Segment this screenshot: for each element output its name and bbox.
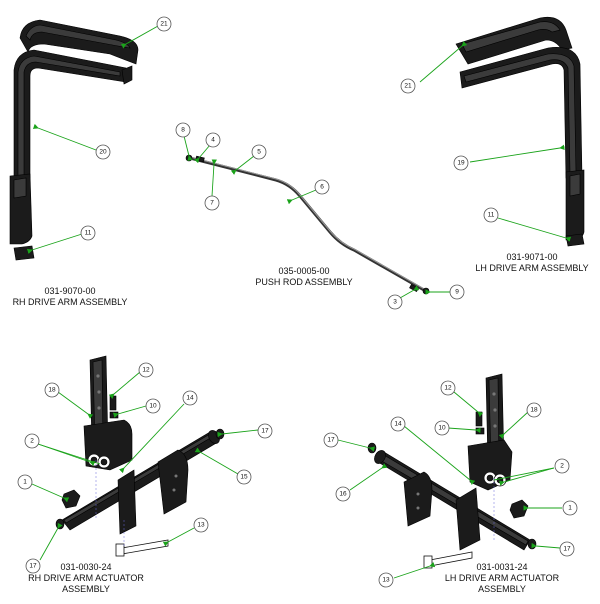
callout-13-lh: 13 [378, 572, 394, 588]
callout-17-rh-top: 17 [257, 423, 273, 439]
svg-text:20: 20 [99, 149, 107, 156]
svg-text:2: 2 [30, 438, 34, 445]
bolt-13-rh [121, 539, 169, 555]
svg-text:1: 1 [568, 505, 572, 512]
callout-15-rh: 15 [236, 469, 252, 485]
callout-21-lh: 21 [400, 78, 416, 94]
rh-actuator-name-line2: ASSEMBLY [62, 584, 110, 594]
callout-9: 9 [449, 284, 465, 300]
rh-actuator-name-line1: RH DRIVE ARM ACTUATOR [28, 573, 144, 583]
rh-actuator-assembly: 18 12 10 14 17 2 15 1 17 13 031-0030-24 … [17, 355, 273, 594]
push-rod-assembly: 8 4 5 7 6 3 9 035-0005-00 PUSH ROD ASSEM… [175, 122, 465, 310]
callout-18-lh: 18 [526, 402, 542, 418]
svg-text:21: 21 [160, 21, 168, 28]
callout-1-lh: 1 [562, 500, 578, 516]
callout-16-lh: 16 [335, 486, 351, 502]
rh-drive-arm-name: RH DRIVE ARM ASSEMBLY [13, 297, 128, 307]
svg-text:12: 12 [444, 385, 452, 392]
callout-17-lh-bottom: 17 [559, 541, 575, 557]
callout-2-lh: 2 [554, 458, 570, 474]
callout-11-rh: 11 [80, 225, 96, 241]
callout-8: 8 [175, 122, 191, 138]
svg-text:7: 7 [210, 200, 214, 207]
svg-text:8: 8 [181, 127, 185, 134]
svg-text:11: 11 [488, 212, 495, 219]
svg-text:13: 13 [197, 522, 205, 529]
svg-text:1: 1 [23, 479, 27, 486]
svg-text:11: 11 [85, 230, 92, 237]
svg-text:18: 18 [530, 407, 538, 414]
lh-drive-arm-assembly: 21 19 11 031-9071-00 LH DRIVE ARM ASSEMB… [400, 16, 589, 273]
lh-actuator-name-line1: LH DRIVE ARM ACTUATOR [445, 573, 560, 583]
lh-drive-arm-name: LH DRIVE ARM ASSEMBLY [475, 263, 588, 273]
svg-text:17: 17 [563, 546, 571, 553]
lh-actuator-name-line2: ASSEMBLY [478, 584, 526, 594]
svg-text:6: 6 [320, 184, 324, 191]
callout-7: 7 [204, 195, 220, 211]
svg-text:10: 10 [149, 403, 157, 410]
callout-12-rh: 12 [138, 362, 154, 378]
drive-arm-20 [13, 49, 127, 181]
svg-text:17: 17 [327, 437, 335, 444]
end-cap-11-lh [565, 233, 585, 247]
svg-text:17: 17 [29, 563, 37, 570]
nut-1-lh [509, 499, 529, 519]
callout-14-lh: 14 [390, 416, 406, 432]
svg-text:15: 15 [240, 474, 248, 481]
rh-actuator-part-number: 031-0030-24 [60, 562, 111, 572]
svg-text:18: 18 [48, 387, 56, 394]
svg-text:14: 14 [186, 395, 194, 402]
callout-21-rh: 21 [156, 16, 172, 32]
callout-4: 4 [205, 132, 221, 148]
callout-18-rh: 18 [44, 382, 60, 398]
push-rod-6 [188, 156, 426, 292]
svg-text:21: 21 [404, 83, 412, 90]
callout-20-rh: 20 [95, 144, 111, 160]
callout-19-lh: 19 [453, 155, 469, 171]
svg-text:19: 19 [457, 160, 465, 167]
callout-11-lh: 11 [483, 207, 499, 223]
lh-actuator-assembly: 12 18 10 14 17 2 16 1 17 13 031-0031-24 … [323, 373, 578, 594]
callout-6: 6 [314, 179, 330, 195]
rh-drive-arm-assembly: 21 20 11 031-9070-00 RH DRIVE ARM ASSEMB… [9, 16, 172, 307]
callout-10-lh: 10 [434, 420, 450, 436]
callout-5: 5 [251, 144, 267, 160]
push-rod-name: PUSH ROD ASSEMBLY [255, 277, 352, 287]
bolt-13-lh [429, 551, 473, 567]
callout-14-rh: 14 [182, 390, 198, 406]
svg-text:13: 13 [382, 577, 390, 584]
callout-17-lh-top: 17 [323, 432, 339, 448]
callout-3: 3 [387, 294, 403, 310]
svg-text:10: 10 [438, 425, 446, 432]
callout-17-rh-bottom: 17 [25, 558, 41, 574]
callout-2-rh: 2 [24, 433, 40, 449]
end-cap-11-rh [13, 245, 35, 261]
callout-13-rh: 13 [193, 517, 209, 533]
callout-12-lh: 12 [440, 380, 456, 396]
svg-text:9: 9 [455, 289, 459, 296]
lh-drive-arm-part-number: 031-9071-00 [506, 252, 557, 262]
svg-text:17: 17 [261, 428, 269, 435]
callout-1-rh: 1 [17, 474, 33, 490]
svg-text:16: 16 [339, 491, 347, 498]
svg-text:12: 12 [142, 367, 150, 374]
svg-text:3: 3 [393, 299, 397, 306]
lh-actuator-part-number: 031-0031-24 [476, 562, 527, 572]
svg-text:14: 14 [394, 421, 402, 428]
callout-10-rh: 10 [145, 398, 161, 414]
svg-text:5: 5 [257, 149, 261, 156]
svg-text:2: 2 [560, 463, 564, 470]
rh-drive-arm-part-number: 031-9070-00 [44, 286, 95, 296]
svg-text:4: 4 [211, 137, 215, 144]
nut-1-rh [61, 489, 81, 509]
push-rod-part-number: 035-0005-00 [278, 266, 329, 276]
